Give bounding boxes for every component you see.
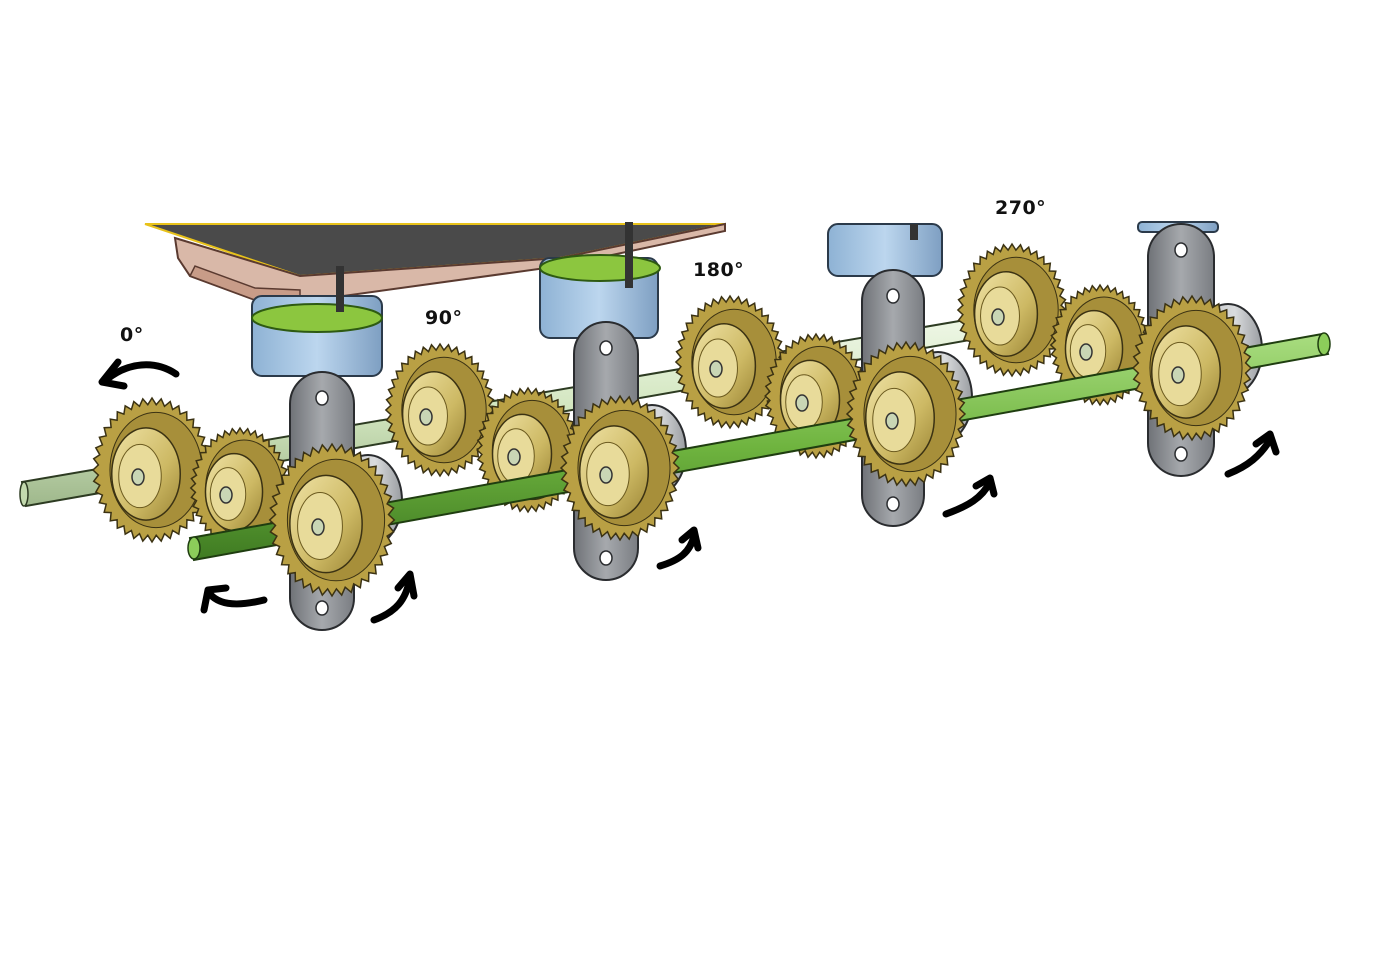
rear-gear-row xyxy=(91,242,1151,550)
gear-icon xyxy=(1131,294,1253,442)
gear-icon xyxy=(91,396,213,544)
rotation-arrow-icon xyxy=(656,526,702,570)
motor-icon xyxy=(251,266,383,377)
rotation-arrow-icon xyxy=(1224,430,1280,478)
gear-icon xyxy=(559,394,681,542)
rotation-arrow-icon xyxy=(98,358,180,390)
angle-label-180: 180° xyxy=(693,259,745,281)
gear-icon xyxy=(845,340,967,488)
gear-icon xyxy=(674,294,786,430)
gear-icon xyxy=(189,426,291,550)
rotation-arrows xyxy=(98,358,1280,624)
gear-icon xyxy=(268,442,396,598)
motor-icon xyxy=(539,222,661,339)
angle-label-0: 0° xyxy=(120,324,144,346)
front-gear-row xyxy=(268,294,1253,598)
angle-label-90: 90° xyxy=(425,307,463,329)
rotation-arrow-icon xyxy=(200,584,268,614)
gear-icon xyxy=(956,242,1068,378)
angle-label-270: 270° xyxy=(995,197,1047,219)
rotation-arrow-icon xyxy=(942,474,998,518)
gear-icon xyxy=(384,342,496,478)
motor-icon xyxy=(827,223,943,277)
rotation-arrow-icon xyxy=(370,570,418,624)
